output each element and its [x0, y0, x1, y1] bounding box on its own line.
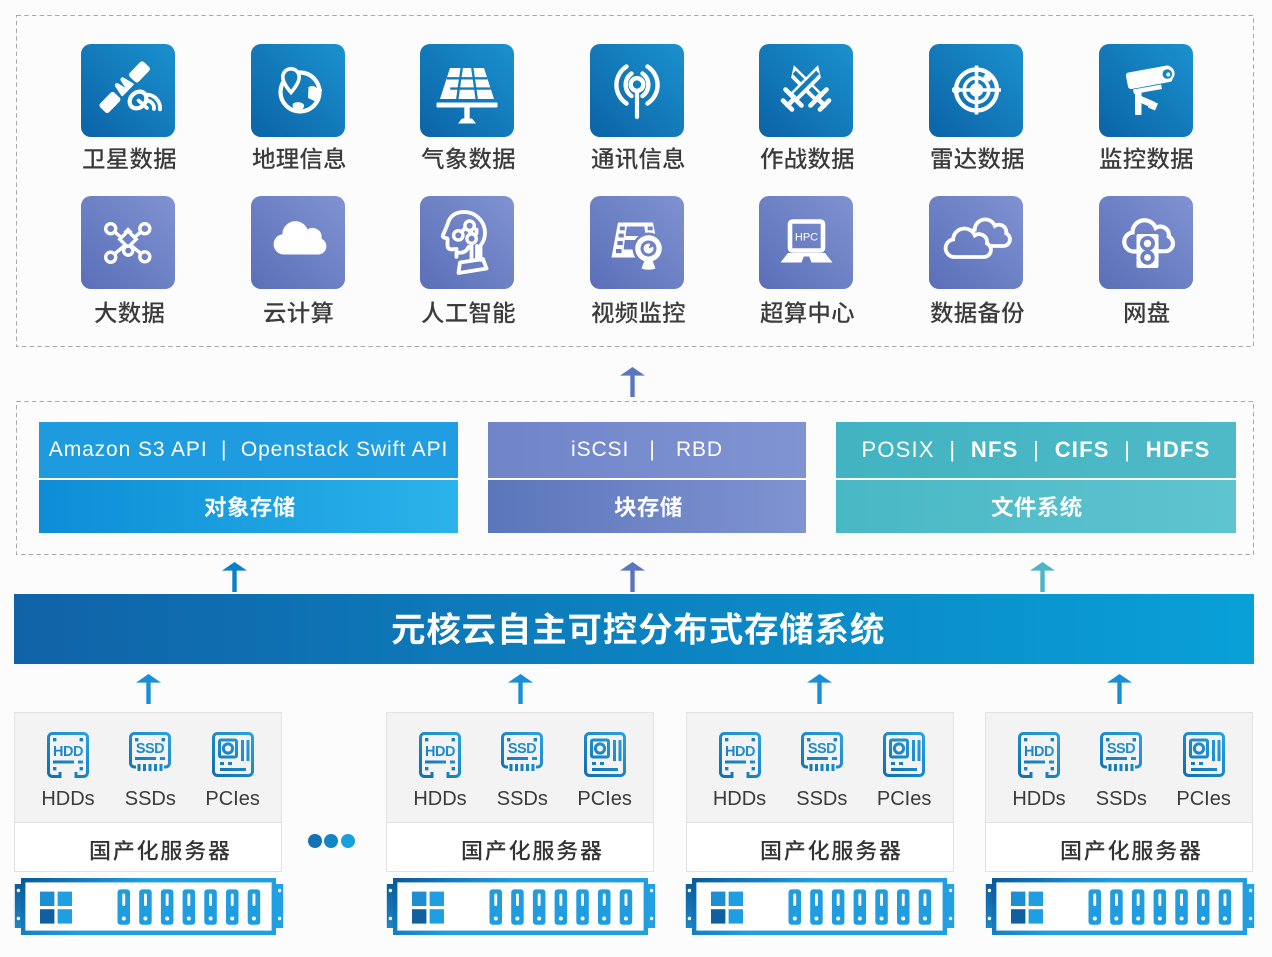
svg-text:HDD: HDD — [425, 744, 455, 760]
svg-text:HDD: HDD — [1024, 744, 1054, 760]
svg-text:SSD: SSD — [808, 741, 836, 757]
svg-text:SSD: SSD — [508, 741, 536, 757]
svg-text:HDD: HDD — [53, 744, 83, 760]
svg-text:HPC: HPC — [795, 232, 818, 244]
svg-text:HDD: HDD — [725, 744, 755, 760]
svg-text:SSD: SSD — [1107, 741, 1135, 757]
svg-text:SSD: SSD — [136, 741, 164, 757]
